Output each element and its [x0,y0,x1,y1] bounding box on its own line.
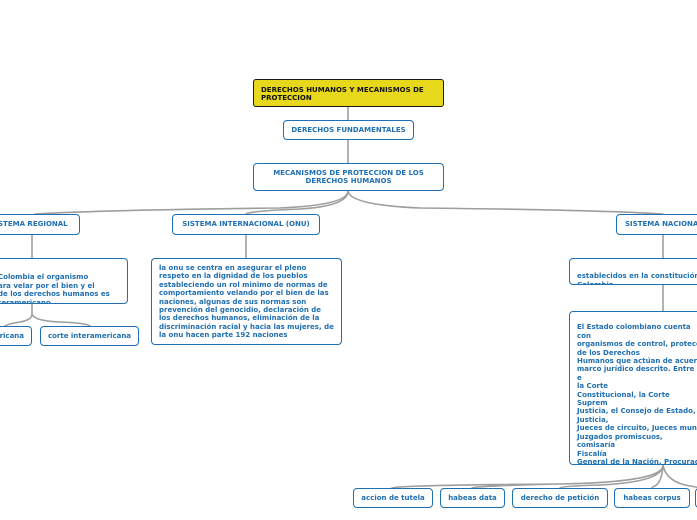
node-nacional-description-text: establecidos en la constitución Colombia [577,272,697,285]
node-regional-child-comision[interactable]: ricana [0,326,32,346]
node-corte-interamericana-label: corte interamericana [47,331,132,340]
connector-mecanismos-internacional [245,190,349,215]
connector-detail-mechanisms [391,464,697,489]
node-mecanismos-proteccion-label: MECANISMOS DE PROTECCION DE LOS DERECHOS… [273,168,424,185]
node-derechos-fundamentales[interactable]: DERECHOS FUNDAMENTALES [283,120,414,140]
connector-mecanismos-nacional [347,190,664,215]
node-accion-de-tutela[interactable]: accion de tutela [353,488,433,508]
node-accion-de-tutela-label: accion de tutela [361,493,425,502]
node-habeas-corpus-label: habeas corpus [623,493,681,502]
node-habeas-data[interactable]: habeas data [440,488,505,508]
node-sistema-regional-label: SISTEMA REGIONAL [0,220,68,229]
node-internacional-description[interactable]: la onu se centra en asegurar el pleno re… [151,258,342,345]
node-nacional-detail-text: El Estado colombiano cuenta con organism… [577,323,697,465]
node-internacional-description-text: la onu se centra en asegurar el pleno re… [159,264,334,340]
node-regional-description-text: Colombia el organismo ara velar por el b… [0,273,110,304]
root-node-derechos-humanos[interactable]: DERECHOS HUMANOS Y MECANISMOS DE PROTECC… [253,79,444,107]
node-habeas-data-label: habeas data [448,493,497,502]
connector-mecanismos-regional [34,190,349,215]
node-nacional-detail[interactable]: El Estado colombiano cuenta con organism… [569,311,697,465]
node-sistema-nacional-label: SISTEMA NACIONAL [625,220,697,229]
node-regional-description[interactable]: Colombia el organismo ara velar por el b… [0,258,128,304]
node-sistema-internacional-label: SISTEMA INTERNACIONAL (ONU) [182,220,310,229]
node-derecho-de-peticion-label: derecho de petición [520,493,600,502]
node-habeas-corpus[interactable]: habeas corpus [614,488,690,508]
node-nacional-description[interactable]: establecidos en la constitución Colombia [569,258,697,285]
node-sistema-regional[interactable]: SISTEMA REGIONAL [0,214,80,235]
node-sistema-nacional[interactable]: SISTEMA NACIONAL [616,214,697,235]
node-mecanismos-proteccion[interactable]: MECANISMOS DE PROTECCION DE LOS DERECHOS… [253,163,444,191]
node-regional-child-comision-label: ricana [0,332,24,340]
root-node-label: DERECHOS HUMANOS Y MECANISMOS DE PROTECC… [261,86,424,103]
connector-regional-children [4,303,91,327]
node-sistema-internacional[interactable]: SISTEMA INTERNACIONAL (ONU) [172,214,320,235]
node-corte-interamericana[interactable]: corte interamericana [40,326,139,346]
node-derecho-de-peticion[interactable]: derecho de petición [512,488,608,508]
node-derechos-fundamentales-label: DERECHOS FUNDAMENTALES [291,125,406,134]
